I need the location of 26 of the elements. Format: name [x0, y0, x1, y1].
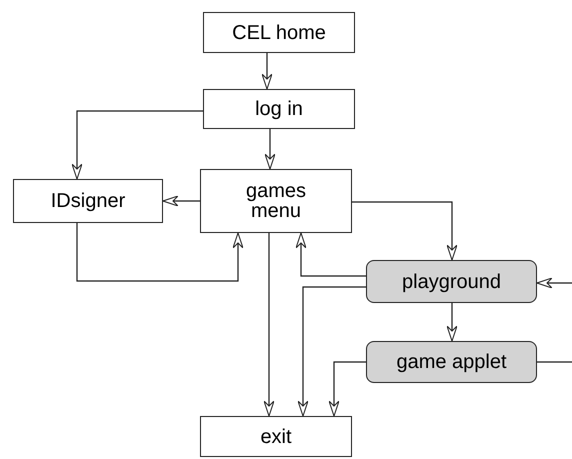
process-box: [200, 169, 352, 233]
arrow: [352, 201, 458, 260]
process-box: [203, 12, 355, 53]
arrow: [446, 303, 458, 342]
node-label: games menu: [244, 181, 308, 221]
arrow: [296, 232, 366, 277]
rounded-box: [366, 260, 537, 303]
node-label: playground: [402, 272, 501, 292]
arrow: [76, 223, 244, 282]
node-label: CEL home: [232, 22, 326, 42]
arrow: [264, 129, 276, 170]
arrow: [298, 286, 366, 416]
node-label: game applet: [396, 352, 507, 372]
process-box: [13, 179, 163, 223]
node-label: exit: [260, 426, 292, 446]
process-box: [203, 89, 355, 129]
arrow: [162, 196, 200, 206]
node-label: IDsigner: [50, 191, 126, 211]
arrow: [536, 278, 572, 288]
arrow: [262, 53, 272, 90]
rounded-box: [366, 341, 537, 383]
arrow: [264, 233, 274, 416]
node-label: log in: [255, 99, 303, 119]
arrow: [72, 110, 203, 180]
arrow: [328, 361, 366, 416]
process-box: [200, 416, 352, 457]
